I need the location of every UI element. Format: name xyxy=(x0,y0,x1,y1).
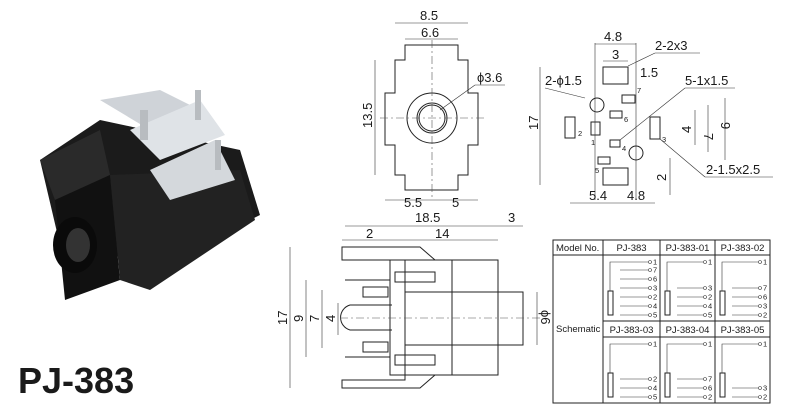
dim-hole: ϕ3.6 xyxy=(477,70,502,85)
schematic-table: Model No. Schematic PJ-3831763245PJ-383-… xyxy=(552,239,771,404)
pin-number: 3 xyxy=(763,302,767,311)
dim-width-top: 4.8 xyxy=(604,29,622,44)
pin-label: 4 xyxy=(622,144,626,153)
dim-pad-gap: 1.5 xyxy=(640,65,658,80)
model-name: PJ-383-05 xyxy=(721,325,765,336)
model-name: PJ-383-03 xyxy=(610,325,654,336)
pin-label: 1 xyxy=(591,138,595,147)
pcb-layout: 4.8 3 2-2x3 1.5 2-ϕ1.5 5-1x1.5 2-1.5x2.5… xyxy=(539,29,773,204)
pin-number: 1 xyxy=(763,340,767,349)
dim-bottom-left: 5.4 xyxy=(589,188,607,203)
pin-number: 1 xyxy=(708,258,712,267)
dim-h4: 4 xyxy=(323,315,338,322)
pin-label: 6 xyxy=(624,115,628,124)
pin-number: 4 xyxy=(653,302,657,311)
pin-number: 2 xyxy=(708,293,712,302)
side-view: 18.5 3 2 14 17 9 7 4 ϕ6 xyxy=(275,210,553,389)
row-schematic: Schematic xyxy=(556,324,601,335)
pin-number: 1 xyxy=(708,340,712,349)
dim-h7: 7 xyxy=(307,315,322,322)
dim-width-inner: 6.6 xyxy=(421,25,439,40)
pin-number: 3 xyxy=(653,284,657,293)
header-model-no: Model No. xyxy=(556,243,599,254)
pin-number: 5 xyxy=(708,311,712,320)
dim-front: 3 xyxy=(508,210,515,225)
dim-width-outer: 8.5 xyxy=(420,8,438,23)
product-photo xyxy=(40,90,260,300)
pin-number: 5 xyxy=(653,393,657,402)
pin-number: 1 xyxy=(653,340,657,349)
label-pad-top: 2-2x3 xyxy=(655,38,688,53)
pin-number: 4 xyxy=(708,302,712,311)
pin-number: 2 xyxy=(763,393,767,402)
front-view: 8.5 6.6 13.5 ϕ3.6 5.5 5 17 xyxy=(360,8,541,210)
pin-number: 3 xyxy=(708,284,712,293)
pin-number: 7 xyxy=(653,266,657,275)
pin-number: 2 xyxy=(653,293,657,302)
pin-number: 6 xyxy=(708,384,712,393)
dim-length: 18.5 xyxy=(415,210,440,225)
dim-h17: 17 xyxy=(275,311,290,325)
model-name: PJ-383 xyxy=(616,243,646,254)
pin-number: 4 xyxy=(653,384,657,393)
pin-label: 5 xyxy=(595,166,599,175)
dim-4: 4 xyxy=(679,126,694,133)
dim-9: 9 xyxy=(718,122,733,129)
pin-label: 2 xyxy=(578,129,582,138)
pin-label: 7 xyxy=(637,86,641,95)
dim-7: 7 xyxy=(701,133,716,140)
label-holes: 2-ϕ1.5 xyxy=(545,73,582,88)
label-side-pads: 2-1.5x2.5 xyxy=(706,162,760,177)
pin-number: 1 xyxy=(653,258,657,267)
dim-bottom-right: 5 xyxy=(452,195,459,210)
dim-offset: 2 xyxy=(366,226,373,241)
dim-side-height: 17 xyxy=(526,116,541,130)
model-name: PJ-383-01 xyxy=(666,243,710,254)
pin-number: 7 xyxy=(708,375,712,384)
schematic-diagram: 1 245 xyxy=(607,340,657,402)
dim-height: 13.5 xyxy=(360,103,375,128)
pin-label: 3 xyxy=(662,135,666,144)
dim-bottom-right: 4.8 xyxy=(627,188,645,203)
pin-number: 1 xyxy=(763,258,767,267)
pin-number: 7 xyxy=(763,284,767,293)
pin-number: 6 xyxy=(763,293,767,302)
pin-number: 2 xyxy=(653,375,657,384)
pin-number: 6 xyxy=(653,275,657,284)
dim-bottom-left: 5.5 xyxy=(404,195,422,210)
dim-body: 14 xyxy=(435,226,449,241)
dim-h9: 9 xyxy=(291,315,306,322)
label-slots: 5-1x1.5 xyxy=(685,73,728,88)
dim-barrel: ϕ6 xyxy=(538,310,553,325)
dim-pad-width: 3 xyxy=(612,47,619,62)
product-title: PJ-383 xyxy=(18,360,134,401)
dim-2: 2 xyxy=(654,174,669,181)
pin-number: 5 xyxy=(653,311,657,320)
pin-number: 3 xyxy=(763,384,767,393)
pin-number: 2 xyxy=(763,311,767,320)
schematic-diagram: 1 32 xyxy=(719,340,767,402)
model-name: PJ-383-04 xyxy=(666,325,710,336)
model-name: PJ-383-02 xyxy=(721,243,765,254)
pin-number: 2 xyxy=(708,393,712,402)
